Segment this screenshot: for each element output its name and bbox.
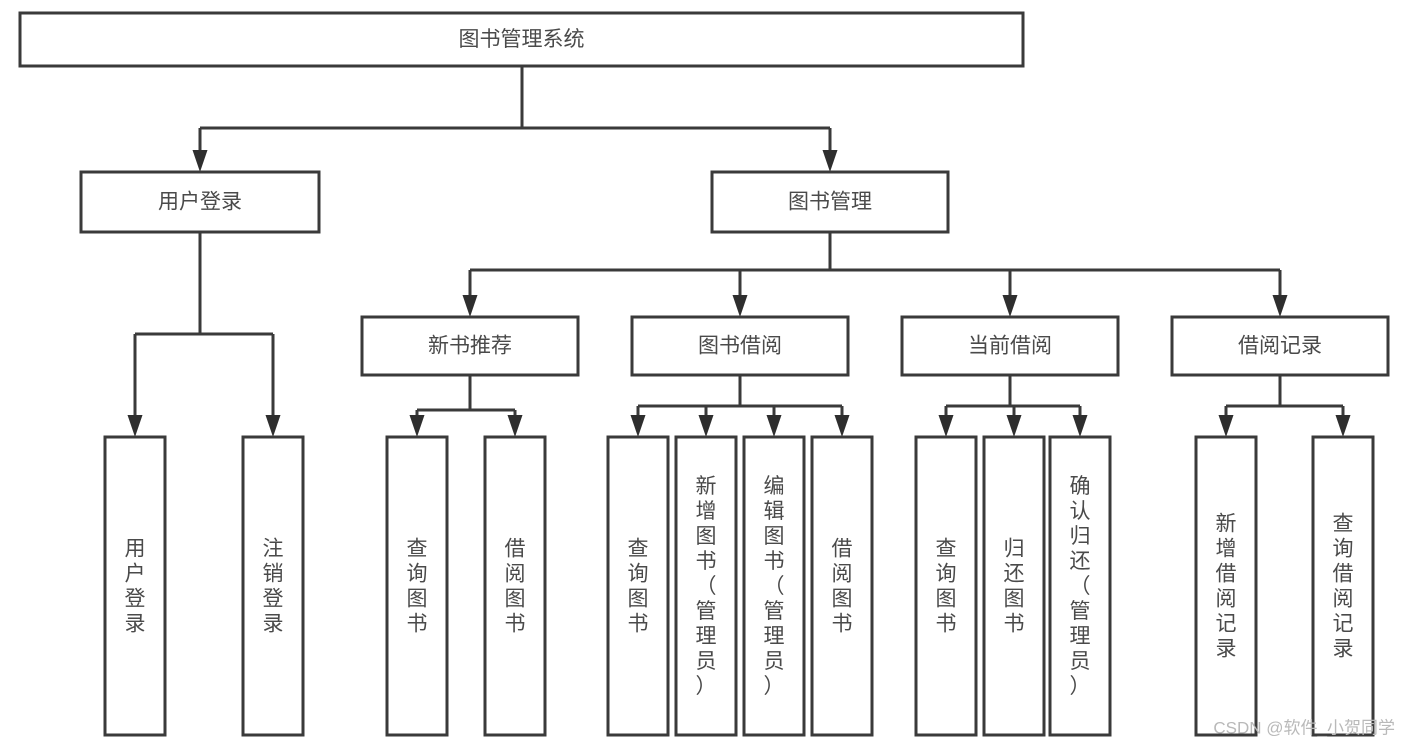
connector-layer xyxy=(127,66,1351,437)
node-l3_2[interactable]: 查询图书 xyxy=(385,435,449,737)
arrowhead-icon xyxy=(1002,295,1018,317)
node-l3_0[interactable]: 用户登录 xyxy=(103,435,167,737)
node-box[interactable] xyxy=(18,11,1025,68)
node-l3_9[interactable]: 归还图书 xyxy=(982,435,1046,737)
node-box[interactable] xyxy=(900,315,1120,377)
node-label: 确认归还（管理员） xyxy=(1070,475,1091,698)
node-l2_0[interactable]: 新书推荐 xyxy=(360,315,580,377)
node-box[interactable] xyxy=(1311,435,1375,737)
arrowhead-icon xyxy=(1272,295,1288,317)
csdn-watermark: CSDN @软件_小贺同学 xyxy=(1213,718,1395,737)
node-l3_1[interactable]: 注销登录 xyxy=(241,435,305,737)
arrowhead-icon xyxy=(1218,415,1234,437)
node-label: 用户登录 xyxy=(158,191,242,214)
connector-group-l1_1 xyxy=(462,232,1288,317)
arrowhead-icon xyxy=(698,415,714,437)
node-label: 查询借阅记录 xyxy=(1333,513,1354,661)
node-l3_4[interactable]: 查询图书 xyxy=(606,435,670,737)
node-label: 查询图书 xyxy=(936,538,957,636)
node-box[interactable] xyxy=(982,435,1046,737)
node-box[interactable] xyxy=(710,170,950,234)
arrowhead-icon xyxy=(462,295,478,317)
node-label: 图书管理系统 xyxy=(459,28,585,51)
node-l2_2[interactable]: 当前借阅 xyxy=(900,315,1120,377)
arrowhead-icon xyxy=(938,415,954,437)
node-box[interactable] xyxy=(606,435,670,737)
arrowhead-icon xyxy=(732,295,748,317)
node-root[interactable]: 图书管理系统 xyxy=(18,11,1025,68)
arrowhead-icon xyxy=(409,415,425,437)
node-label: 用户登录 xyxy=(125,538,146,636)
arrowhead-icon xyxy=(766,415,782,437)
arrowhead-icon xyxy=(1072,415,1088,437)
node-box[interactable] xyxy=(674,435,738,737)
node-l2_3[interactable]: 借阅记录 xyxy=(1170,315,1390,377)
node-label: 图书管理 xyxy=(788,191,872,214)
connector-group-l1_0 xyxy=(127,232,281,437)
node-box[interactable] xyxy=(79,170,321,234)
node-box[interactable] xyxy=(483,435,547,737)
arrowhead-icon xyxy=(630,415,646,437)
node-label: 借阅记录 xyxy=(1238,335,1322,358)
node-label: 新增图书（管理员） xyxy=(696,475,717,698)
arrowhead-icon xyxy=(265,415,281,437)
node-l3_7[interactable]: 借阅图书 xyxy=(810,435,874,737)
node-box[interactable] xyxy=(810,435,874,737)
node-l1_0[interactable]: 用户登录 xyxy=(79,170,321,234)
node-box[interactable] xyxy=(742,435,806,737)
arrowhead-icon xyxy=(834,415,850,437)
node-label: 当前借阅 xyxy=(968,335,1052,358)
node-l3_11[interactable]: 新增借阅记录 xyxy=(1194,435,1258,737)
node-label: 新书推荐 xyxy=(428,335,512,358)
arrowhead-icon xyxy=(507,415,523,437)
node-label: 新增借阅记录 xyxy=(1216,513,1237,661)
connector-group-l2_1 xyxy=(630,375,850,437)
connector-group-l2_0 xyxy=(409,375,523,437)
node-box[interactable] xyxy=(1048,435,1112,737)
node-box[interactable] xyxy=(914,435,978,737)
node-label: 归还图书 xyxy=(1004,538,1025,636)
node-label: 查询图书 xyxy=(628,538,649,636)
connector-group-l2_3 xyxy=(1218,375,1351,437)
connector-group-l2_2 xyxy=(938,375,1088,437)
node-layer: 图书管理系统用户登录图书管理新书推荐图书借阅当前借阅借阅记录用户登录注销登录查询… xyxy=(18,11,1390,737)
node-box[interactable] xyxy=(630,315,850,377)
node-l3_8[interactable]: 查询图书 xyxy=(914,435,978,737)
arrowhead-icon xyxy=(1006,415,1022,437)
connector-group-root xyxy=(192,66,838,172)
node-label: 查询图书 xyxy=(407,538,428,636)
node-label: 借阅图书 xyxy=(505,538,526,636)
node-box[interactable] xyxy=(1170,315,1390,377)
arrowhead-icon xyxy=(192,150,208,172)
node-l3_3[interactable]: 借阅图书 xyxy=(483,435,547,737)
arrowhead-icon xyxy=(1335,415,1351,437)
node-l3_5[interactable]: 新增图书（管理员） xyxy=(674,435,738,737)
node-label: 编辑图书（管理员） xyxy=(764,475,785,698)
node-label: 图书借阅 xyxy=(698,335,782,358)
node-box[interactable] xyxy=(1194,435,1258,737)
node-box[interactable] xyxy=(241,435,305,737)
node-box[interactable] xyxy=(385,435,449,737)
arrowhead-icon xyxy=(822,150,838,172)
node-box[interactable] xyxy=(360,315,580,377)
node-label: 借阅图书 xyxy=(832,538,853,636)
node-l3_10[interactable]: 确认归还（管理员） xyxy=(1048,435,1112,737)
arrowhead-icon xyxy=(127,415,143,437)
node-l3_6[interactable]: 编辑图书（管理员） xyxy=(742,435,806,737)
node-l3_12[interactable]: 查询借阅记录 xyxy=(1311,435,1375,737)
node-l1_1[interactable]: 图书管理 xyxy=(710,170,950,234)
node-box[interactable] xyxy=(103,435,167,737)
node-label: 注销登录 xyxy=(263,538,284,636)
node-l2_1[interactable]: 图书借阅 xyxy=(630,315,850,377)
